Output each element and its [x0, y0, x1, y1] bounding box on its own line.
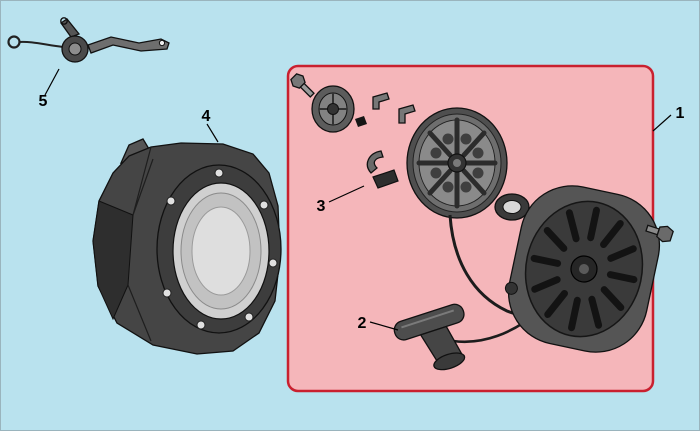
reel-hub-hole	[453, 159, 461, 167]
callout-1: 1	[676, 105, 685, 122]
callout-2: 2	[358, 315, 367, 332]
leader-3	[328, 185, 365, 203]
handle-highlight	[401, 309, 455, 329]
square-nut	[355, 116, 367, 127]
leader-1	[652, 114, 672, 132]
starter-housing	[504, 185, 661, 353]
plate-hub	[327, 103, 339, 115]
leader-5	[44, 68, 60, 96]
pulley-bolt	[290, 73, 315, 98]
switch-button	[68, 42, 82, 56]
handle-base	[433, 352, 466, 371]
callout-3: 3	[317, 198, 326, 215]
fan-housing	[92, 138, 282, 355]
leader-2	[369, 321, 399, 331]
housing-facet-lines	[127, 146, 154, 342]
stop-switch	[7, 17, 170, 63]
bolt-head	[656, 225, 674, 243]
retainer-ring	[494, 193, 530, 221]
rope-guide	[504, 281, 518, 295]
pawl-spring	[366, 150, 384, 174]
friction-plate	[311, 85, 355, 133]
switch-bracket	[87, 36, 170, 54]
lever-eyelet	[60, 17, 68, 25]
leader-4	[206, 123, 219, 143]
bracket-hole	[158, 39, 166, 47]
rope-reel	[406, 107, 508, 219]
pawl-block	[372, 169, 399, 189]
bolt-head	[290, 73, 306, 89]
switch-wire	[18, 40, 64, 48]
ring-hole	[502, 200, 522, 214]
callout-5: 5	[39, 93, 48, 110]
starter-handle	[393, 303, 466, 371]
housing-bolt	[645, 224, 674, 243]
housing-bolt-holes	[162, 168, 278, 330]
housing-opening-inner	[191, 206, 251, 296]
reel-spokes	[416, 117, 498, 209]
vent-slots	[530, 206, 638, 332]
pawl-clip-b	[398, 104, 416, 124]
pawl-set	[366, 92, 416, 189]
pawl-clip-a	[372, 92, 390, 110]
reel-holes	[430, 133, 484, 193]
callout-4: 4	[202, 108, 211, 125]
housing-hub-hole	[579, 264, 589, 274]
